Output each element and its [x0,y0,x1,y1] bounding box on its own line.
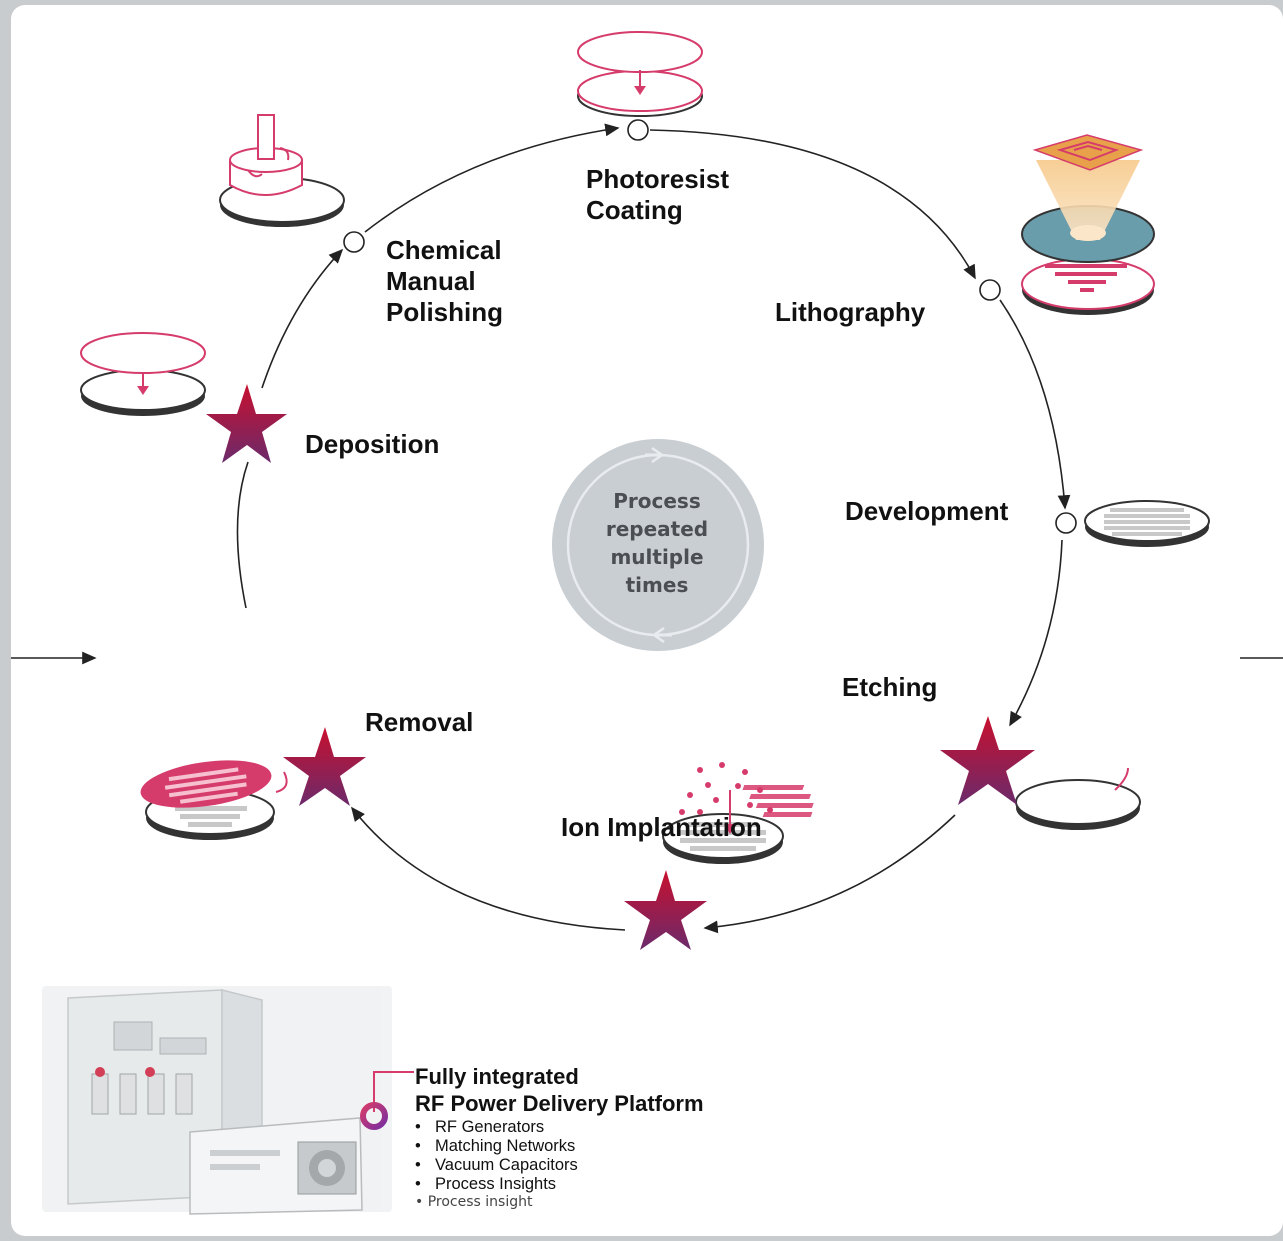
ring-marker-icons [343,119,1077,534]
list-item: Vacuum Capacitors [415,1156,578,1175]
star-markers [206,384,1035,950]
platform-connector [360,1071,414,1130]
diagram-frame: Photoresist Coating Chemical Manual Poli… [11,5,1283,1236]
star-marker-icon [940,716,1035,805]
arc-implant-to-removal [351,806,626,931]
center-label: Process repeated multiple times [605,489,709,597]
lithography-projection-icon [1021,134,1155,315]
label-removal: Removal [365,707,474,737]
arc-polishing-to-coating [364,123,620,233]
label-deposition: Deposition [305,429,440,459]
star-marker-icon [283,727,366,806]
label-etching: Etching [842,672,938,702]
arc-deposition-to-polishing [261,248,344,389]
platform-footer-item: • Process insight [415,1194,533,1210]
arc-etching-to-implant [703,814,956,934]
wafer-coating-icon [577,31,703,117]
platform-feature-list: RF Generators Matching Networks Vacuum C… [415,1118,578,1194]
ring-marker-icon [627,119,649,141]
ion-implant-icon [662,762,784,864]
list-item: Matching Networks [415,1137,578,1156]
center-disc [552,439,764,651]
star-marker-icon [206,384,287,463]
label-development: Development [845,496,1009,526]
star-marker-icon [624,870,707,950]
arc-lithography-to-development [999,299,1071,510]
deposition-wafer-icon [80,332,206,416]
arc-coating-to-lithography [649,129,976,280]
removal-wafer-icon [140,760,288,840]
label-chemical-manual-polishing: Chemical Manual Polishing [386,235,503,327]
cycle-arrows [11,123,1283,934]
rf-equipment-image [42,986,392,1215]
list-item: Process Insights [415,1175,578,1194]
ring-marker-icon [979,279,1001,301]
ring-marker-icon [1055,512,1077,534]
list-item: RF Generators [415,1118,578,1137]
label-photoresist-coating: Photoresist Coating [586,164,730,225]
etched-wafer-icon [742,767,1141,830]
ring-marker-icon [360,1102,388,1130]
label-ion-implantation: Ion Implantation [561,812,762,842]
process-cycle-diagram [11,31,1283,1215]
ring-marker-icon [343,231,365,253]
arc-base-to-deposition [236,461,249,609]
developed-wafer-icon [1084,500,1210,547]
label-lithography: Lithography [775,297,926,327]
arc-development-to-etching [1009,539,1063,727]
polishing-tool-icon [219,114,345,227]
platform-title: Fully integrated RF Power Delivery Platf… [415,1064,704,1116]
